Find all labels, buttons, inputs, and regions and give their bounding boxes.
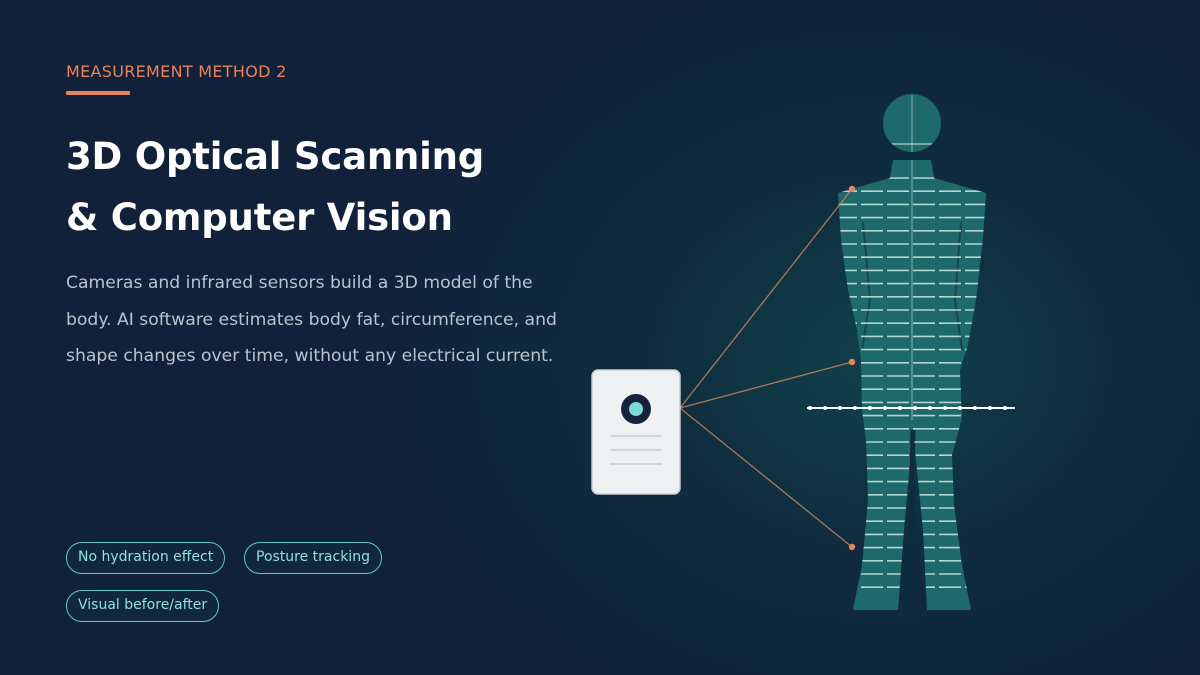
measurement-tick	[928, 406, 932, 410]
measurement-tick	[1003, 406, 1007, 410]
measurement-tick	[868, 406, 872, 410]
title-line-2: & Computer Vision	[66, 196, 453, 239]
section-eyebrow: MEASUREMENT METHOD 2	[66, 62, 287, 81]
title-line-1: 3D Optical Scanning	[66, 135, 485, 178]
measurement-tick	[853, 406, 857, 410]
measurement-tick	[808, 406, 812, 410]
measurement-tick	[973, 406, 977, 410]
scanner-device-icon	[591, 369, 681, 495]
description-line-2: body. AI software estimates body fat, ci…	[66, 309, 557, 330]
page-title: 3D Optical Scanning & Computer Vision	[66, 126, 484, 248]
tag-visual-before-after: Visual before/after	[66, 590, 220, 622]
anchor-point-shoulder	[848, 185, 856, 193]
human-silhouette-icon	[838, 94, 986, 610]
measurement-tick	[943, 406, 947, 410]
description-line-3: shape changes over time, without any ele…	[66, 346, 554, 366]
scan-beams	[679, 188, 853, 548]
description-line-1: Cameras and infrared sensors build a 3D …	[66, 273, 533, 293]
measurement-tick	[898, 406, 902, 410]
measurement-tick	[823, 406, 827, 410]
anchor-point-hip	[848, 358, 856, 366]
measurement-tick	[988, 406, 992, 410]
tag-no-hydration-effect: No hydration effect	[66, 542, 226, 574]
eyebrow-underline	[66, 91, 130, 95]
measurement-tick	[838, 406, 842, 410]
tag-posture-tracking: Posture tracking	[244, 542, 382, 574]
measurement-tick	[913, 406, 917, 410]
measurement-tick	[883, 406, 887, 410]
scan-anchor-points	[848, 185, 856, 551]
anchor-point-calf	[848, 543, 856, 551]
measurement-bar	[807, 406, 1015, 410]
measurement-tick	[958, 406, 962, 410]
description: Cameras and infrared sensors build a 3D …	[66, 265, 606, 375]
